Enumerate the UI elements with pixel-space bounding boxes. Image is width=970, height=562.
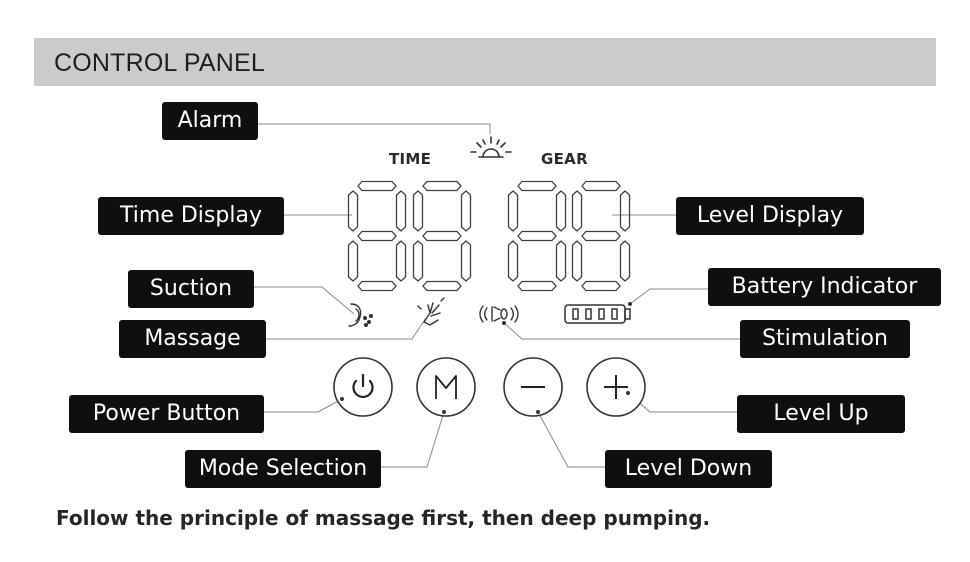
label-mode-selection: Mode Selection <box>185 450 381 488</box>
label-level-down: Level Down <box>605 450 772 488</box>
mode-button[interactable] <box>416 357 476 417</box>
segment-h <box>581 230 621 242</box>
segment-h <box>581 280 621 292</box>
segment-v <box>395 190 407 232</box>
label-massage: Massage <box>119 320 266 358</box>
segment-v <box>571 190 583 232</box>
footer-note: Follow the principle of massage first, t… <box>56 506 711 530</box>
segment-h <box>422 180 462 192</box>
power-button[interactable] <box>333 357 393 417</box>
m-icon <box>435 375 457 399</box>
label-alarm: Alarm <box>162 102 258 140</box>
section-title: CONTROL PANEL <box>54 49 265 77</box>
segment-v <box>412 190 424 232</box>
segment-v <box>619 240 631 282</box>
segment-v <box>507 240 519 282</box>
segment-v <box>460 240 472 282</box>
label-level-up: Level Up <box>737 395 905 433</box>
segment-v <box>460 190 472 232</box>
section-header: CONTROL PANEL <box>34 38 936 86</box>
segment-v <box>347 240 359 282</box>
segment-h <box>422 280 462 292</box>
segment-h <box>517 230 557 242</box>
segment-h <box>357 280 397 292</box>
level-up-button[interactable] <box>586 357 646 417</box>
battery-icon <box>564 304 631 324</box>
segment-v <box>412 240 424 282</box>
segment-v <box>347 190 359 232</box>
label-battery-indicator: Battery Indicator <box>708 268 941 306</box>
label-stimulation: Stimulation <box>740 320 910 358</box>
plus-icon <box>604 375 628 399</box>
time-caption: TIME <box>389 150 432 168</box>
label-suction: Suction <box>128 270 254 308</box>
label-level-display: Level Display <box>676 197 864 235</box>
vibration-icon <box>479 305 519 323</box>
segment-v <box>571 240 583 282</box>
hand-icon <box>417 297 445 326</box>
segment-h <box>422 230 462 242</box>
gear-caption: GEAR <box>541 150 588 168</box>
suction-icon <box>348 303 374 328</box>
leader-lines <box>254 123 740 468</box>
segment-h <box>517 280 557 292</box>
label-time-display: Time Display <box>98 197 284 235</box>
segment-v <box>395 240 407 282</box>
power-icon <box>352 373 374 399</box>
segment-display <box>347 180 631 292</box>
leader-dots <box>340 302 632 414</box>
segment-h <box>357 180 397 192</box>
label-power-button: Power Button <box>69 395 264 433</box>
segment-h <box>581 180 621 192</box>
segment-v <box>507 190 519 232</box>
segment-v <box>619 190 631 232</box>
level-down-button[interactable] <box>503 357 563 417</box>
segment-h <box>357 230 397 242</box>
segment-v <box>555 240 567 282</box>
alarm-icon <box>470 136 512 158</box>
segment-v <box>555 190 567 232</box>
segment-h <box>517 180 557 192</box>
